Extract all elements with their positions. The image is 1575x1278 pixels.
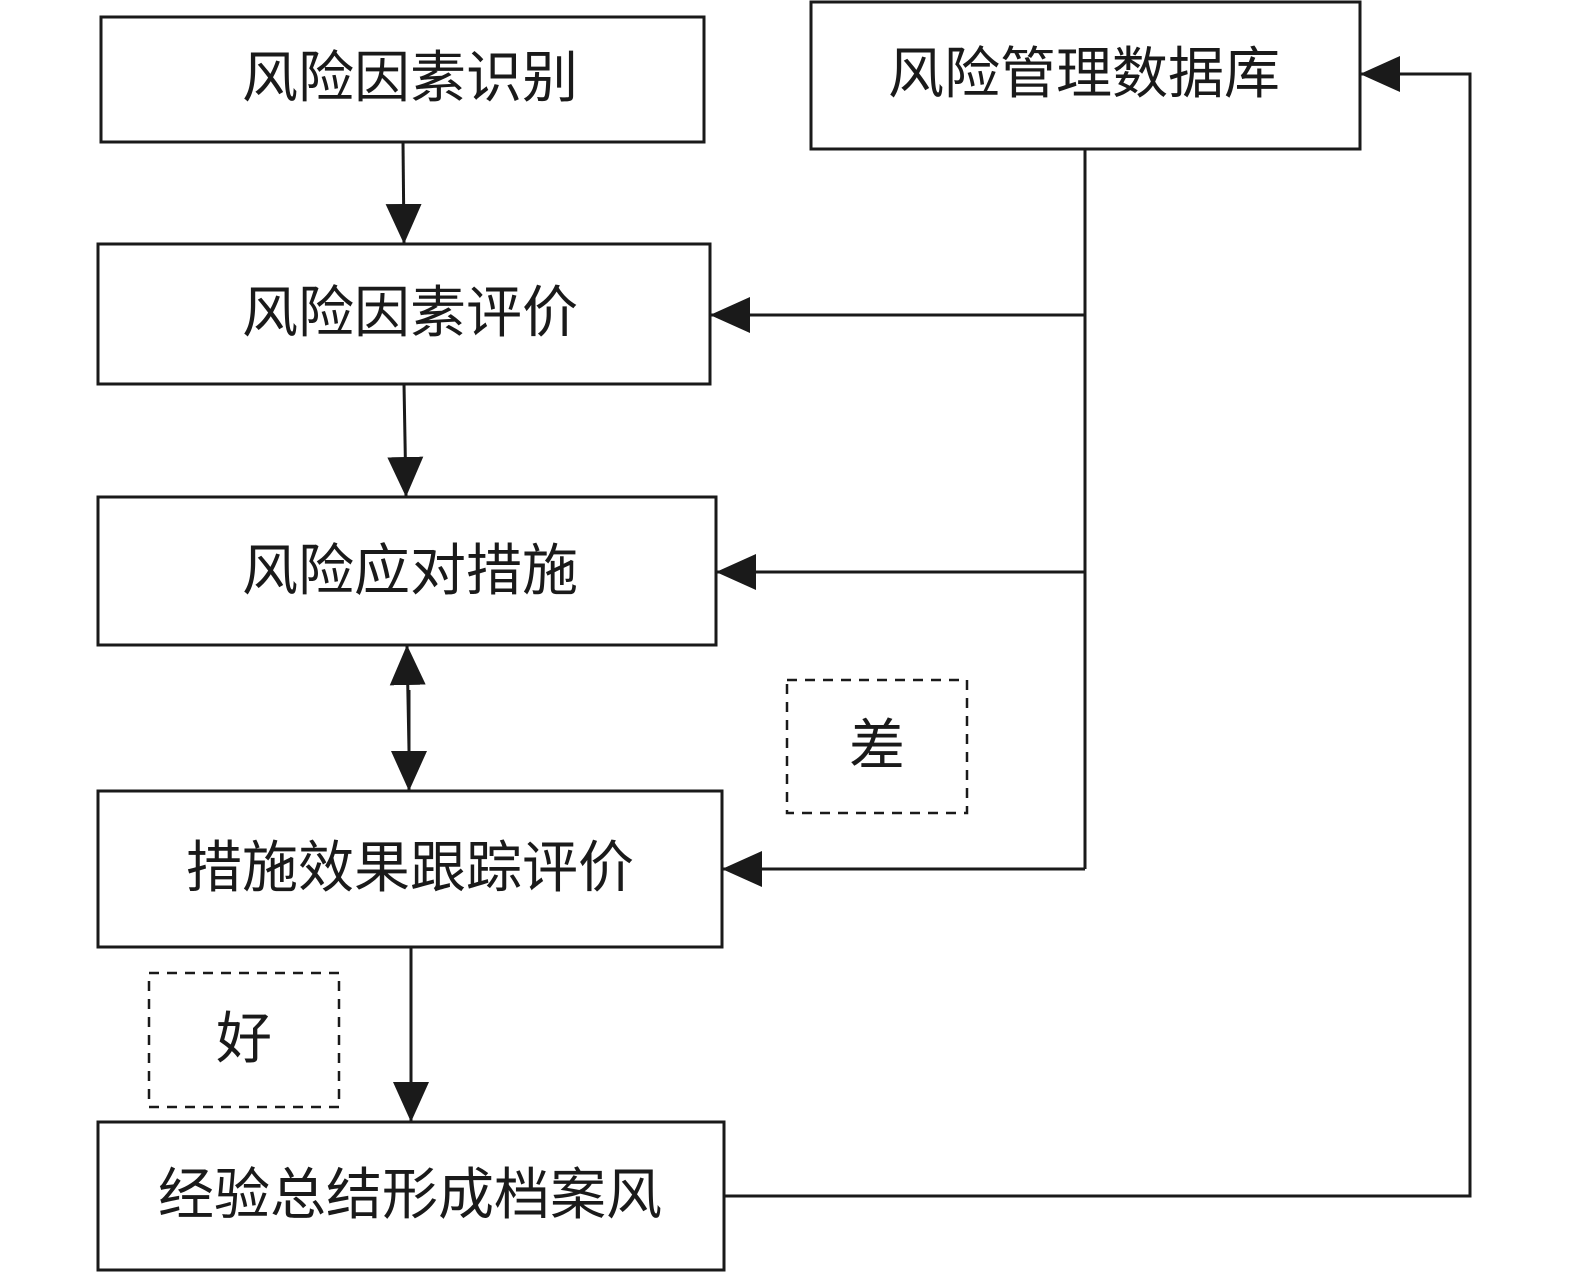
arrow-identify-to-evaluate: [385, 141, 422, 244]
node-risk-response: 风险应对措施: [96, 495, 718, 647]
node-risk-identification-label: 风险因素识别: [242, 46, 578, 111]
tag-poor-label: 差: [849, 714, 905, 779]
arrow-track-respond-bidirectional: [389, 645, 426, 751]
tag-good-label: 好: [216, 1007, 272, 1072]
node-measure-tracking-label: 措施效果跟踪评价: [186, 836, 634, 901]
node-risk-database: 风险管理数据库: [809, 0, 1362, 151]
node-risk-identification: 风险因素识别: [99, 15, 706, 144]
tag-good: 好: [147, 971, 341, 1109]
node-risk-database-label: 风险管理数据库: [888, 42, 1280, 107]
arrow-summary-to-database: [724, 56, 1472, 1198]
node-measure-tracking: 措施效果跟踪评价: [96, 789, 724, 949]
node-risk-evaluation: 风险因素评价: [96, 242, 712, 386]
node-experience-summary: 经验总结形成档案风: [96, 1120, 726, 1272]
node-experience-summary-label: 经验总结形成档案风: [158, 1163, 662, 1228]
node-risk-response-label: 风险应对措施: [242, 539, 578, 604]
tag-poor: 差: [785, 678, 969, 815]
arrow-evaluate-to-respond: [387, 383, 424, 497]
node-risk-evaluation-label: 风险因素评价: [242, 281, 578, 346]
